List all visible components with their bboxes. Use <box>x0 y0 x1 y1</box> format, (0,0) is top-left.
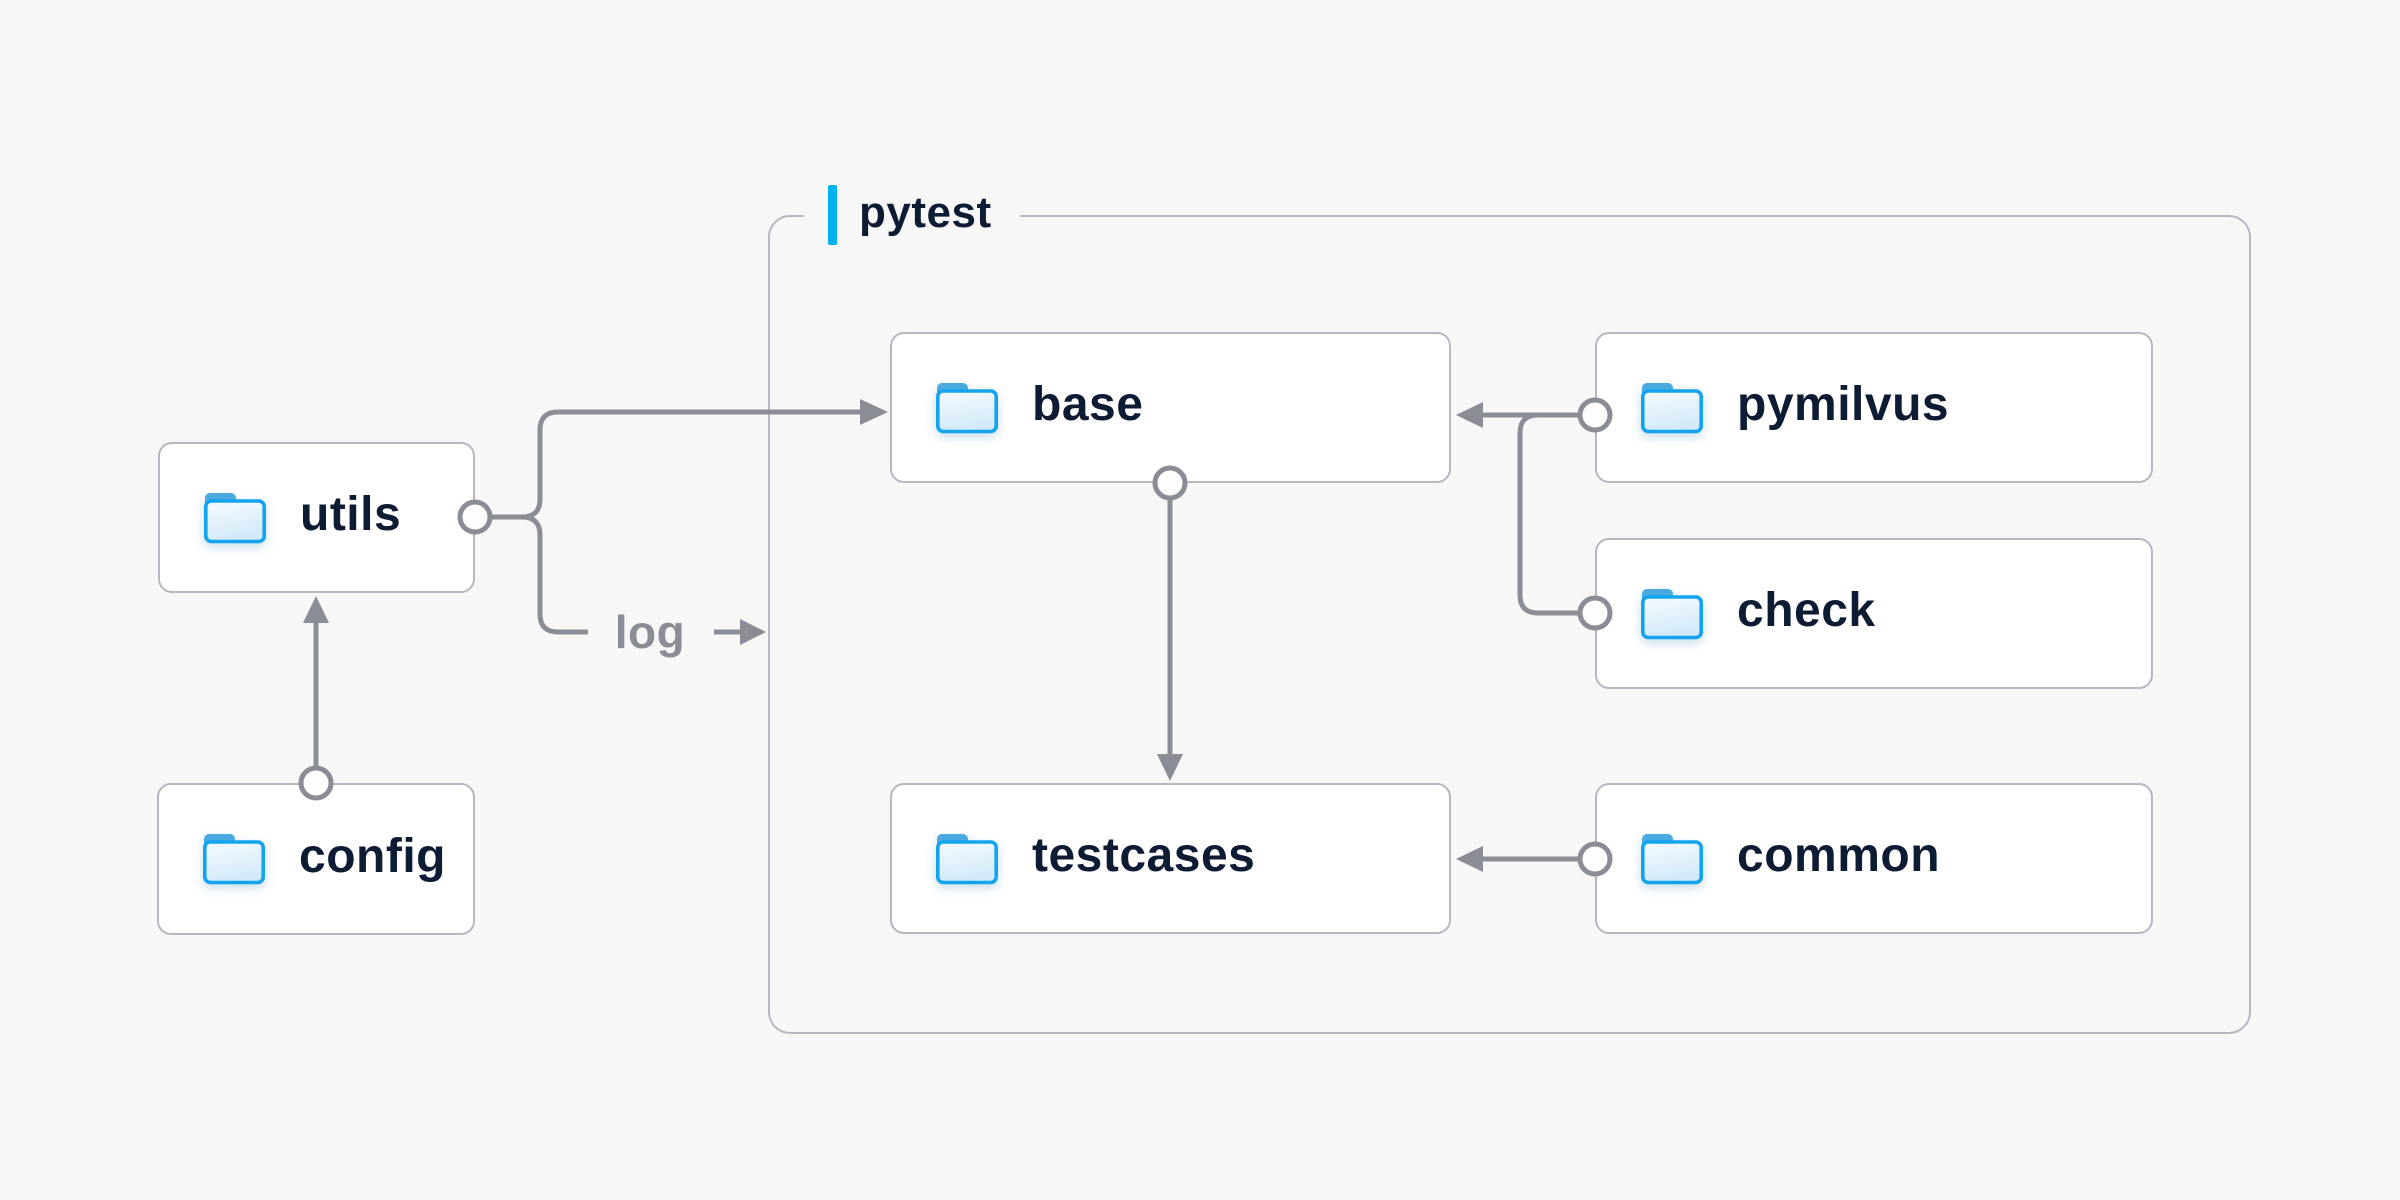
folder-node-label: base <box>1032 378 1144 431</box>
folder-node-label: testcases <box>1032 829 1256 882</box>
folder-node-label: check <box>1737 584 1876 637</box>
pytest-container <box>768 215 2251 1034</box>
folder-node-pymilvus: pymilvus <box>1595 332 2153 483</box>
folder-icon <box>202 834 266 885</box>
folder-icon <box>1640 588 1704 639</box>
folder-node-label: pymilvus <box>1737 378 1950 431</box>
folder-node-utils: utils <box>158 442 475 593</box>
folder-node-label: utils <box>300 488 402 541</box>
folder-node-testcases: testcases <box>890 783 1451 934</box>
folder-node-label: common <box>1737 829 1941 882</box>
folder-node-common: common <box>1595 783 2153 934</box>
folder-node-check: check <box>1595 538 2153 689</box>
pytest-container-label: pytest <box>804 183 1020 247</box>
folder-icon <box>935 833 999 884</box>
folder-node-config: config <box>157 783 475 935</box>
folder-icon <box>1640 833 1704 884</box>
folder-icon <box>1640 382 1704 433</box>
folder-node-base: base <box>890 332 1451 483</box>
folder-icon <box>203 492 267 543</box>
container-title: pytest <box>859 188 992 237</box>
edge-label-log: log <box>614 606 686 658</box>
edge-config-utils <box>303 596 329 768</box>
folder-node-label: config <box>299 829 446 883</box>
accent-bar <box>828 185 837 245</box>
folder-icon <box>935 382 999 433</box>
